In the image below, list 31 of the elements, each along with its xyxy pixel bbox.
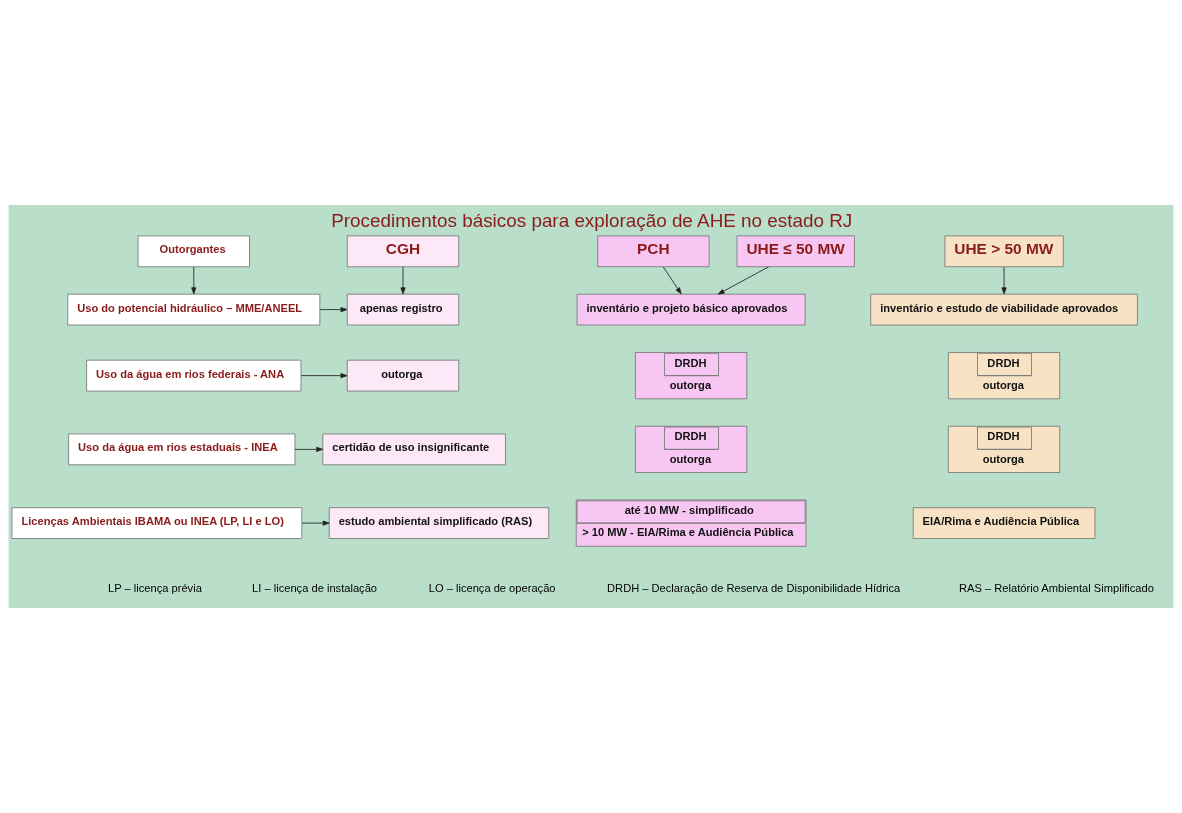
- node-box: CGH: [346, 235, 460, 268]
- diagram-title: Procedimentos básicos para exploração de AHE no estado RJ: [331, 209, 853, 231]
- arrow: [1001, 266, 1007, 295]
- node-box: Uso do potencial hidráulico – MME/ANEEL: [67, 293, 321, 326]
- node-box: EIA/Rima e Audiência Pública: [912, 507, 1096, 539]
- node-box: UHE > 50 MW: [944, 235, 1064, 268]
- label: LO – licença de operação: [428, 582, 556, 595]
- node-box: Uso da água em rios federais - ANA: [86, 359, 302, 392]
- arrow: [400, 266, 406, 295]
- label: RAS – Relatório Ambiental Simplificado: [959, 582, 1154, 595]
- arrow: [294, 446, 324, 452]
- node-box: UHE ≤ 50 MW: [736, 235, 855, 268]
- arrow: [319, 307, 348, 313]
- arrow: [662, 266, 682, 295]
- node-box: inventário e estudo de viabilidade aprovados: [870, 293, 1138, 326]
- label: LI – licença de instalação: [252, 582, 378, 595]
- arrow: [191, 266, 197, 295]
- arrow: [717, 266, 769, 295]
- node-box: apenas registro: [346, 293, 460, 326]
- node-box: PCH: [597, 235, 710, 268]
- node-box: outorga: [346, 359, 460, 392]
- arrow: [301, 520, 330, 526]
- node-box: inventário e projeto básico aprovados: [576, 293, 806, 326]
- node-box: certidão de uso insignificante: [322, 433, 506, 466]
- node-box: Uso da água em rios estaduais - INEA: [68, 433, 296, 466]
- node-box: Licenças Ambientais IBAMA ou INEA (LP, LI e LO): [11, 507, 303, 539]
- label: DRDH – Declaração de Reserva de Disponibilidade Hídrica: [607, 582, 901, 595]
- node-box: Outorgantes: [137, 235, 250, 268]
- label: LP – licença prévia: [108, 582, 202, 595]
- arrow: [300, 373, 348, 379]
- node-box: estudo ambiental simplificado (RAS): [328, 507, 550, 539]
